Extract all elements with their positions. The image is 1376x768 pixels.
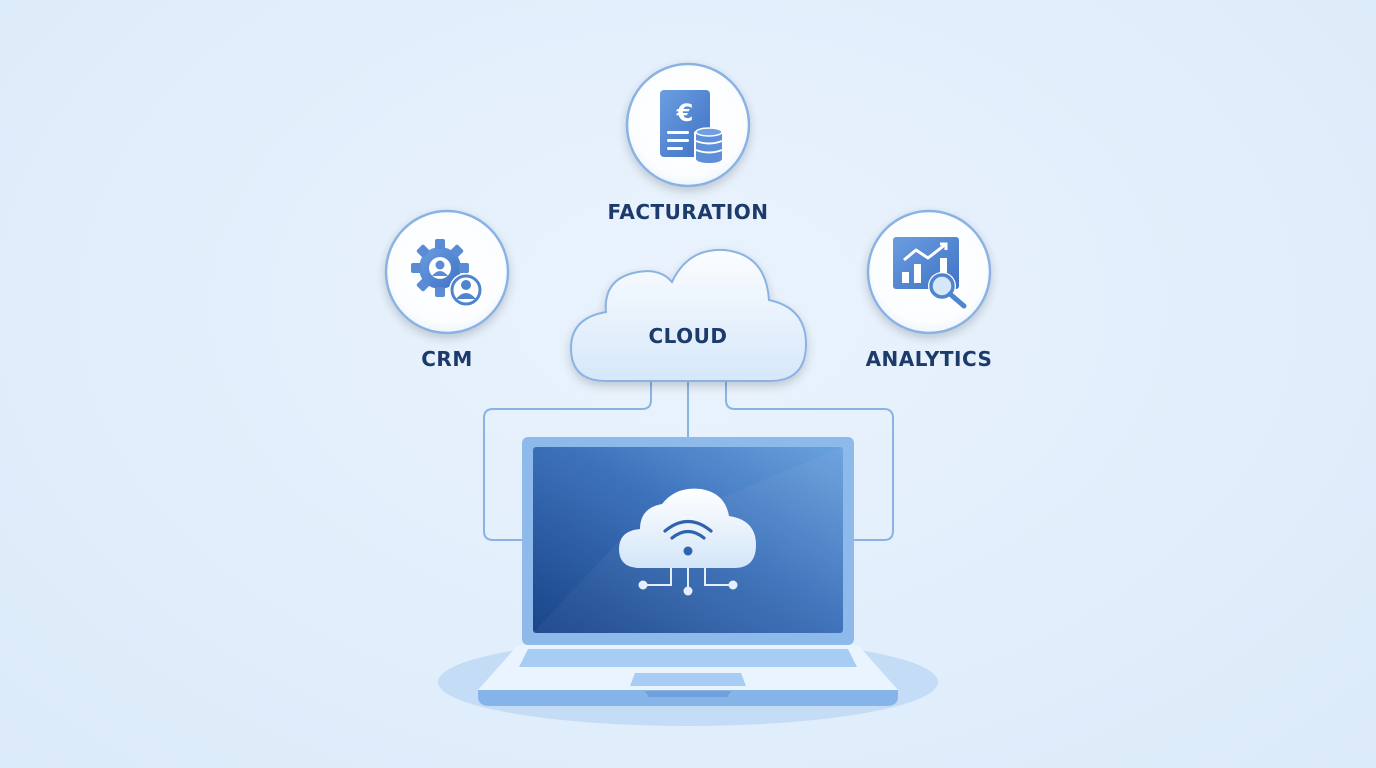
service-label-facturation: FACTURATION [607,200,769,224]
svg-text:€: € [676,99,694,127]
chart-magnifier-icon [893,237,967,309]
gear-user-icon [411,239,483,307]
cloud-label: CLOUD [648,324,728,348]
invoice-euro-database-icon: € [660,90,724,163]
connection-lines [483,380,894,541]
cloud-node [569,248,808,382]
service-label-analytics: ANALYTICS [865,347,993,371]
cloud-wifi-network-icon [619,488,756,596]
cloud-icon [569,248,808,382]
service-label-crm: CRM [421,347,473,371]
